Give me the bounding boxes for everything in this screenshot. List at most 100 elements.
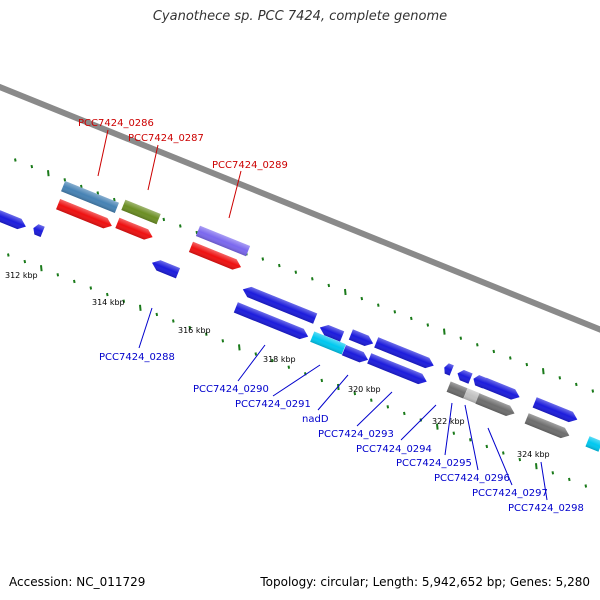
map-title: Cyanothece sp. PCC 7424, complete genome xyxy=(152,9,448,24)
gene-feature[interactable] xyxy=(0,210,28,231)
tick-mark xyxy=(106,292,109,297)
tick-mark xyxy=(377,303,380,307)
gene-feature[interactable] xyxy=(348,329,375,348)
gene-feature[interactable] xyxy=(524,413,572,440)
tick-mark xyxy=(73,279,76,284)
gene-arrow-shade xyxy=(115,217,153,240)
gene-label[interactable]: PCC7424_0293 xyxy=(318,429,394,440)
gene-arrow-shade xyxy=(463,388,481,404)
gene-arrow-shade xyxy=(319,325,345,342)
gene-label[interactable]: PCC7424_0290 xyxy=(193,384,269,395)
gene-label[interactable]: PCC7424_0289 xyxy=(212,160,288,171)
gene-feature[interactable] xyxy=(31,223,45,237)
gene-arrow-shade xyxy=(33,224,45,237)
gene-label[interactable]: PCC7424_0298 xyxy=(508,503,584,514)
tick-mark xyxy=(162,217,166,222)
gene-feature[interactable] xyxy=(446,381,468,399)
gene-label[interactable]: PCC7424_0286 xyxy=(78,118,154,129)
leader-line xyxy=(444,402,453,456)
gene-feature[interactable] xyxy=(475,393,516,418)
gene-arrow-shade xyxy=(152,260,181,279)
gene-arrow-shade xyxy=(475,393,515,416)
tick-mark xyxy=(370,398,373,402)
tick-mark xyxy=(320,378,324,383)
tick-mark xyxy=(518,457,522,462)
kbp-label: 314 kbp xyxy=(92,298,125,307)
leader-line xyxy=(540,461,548,501)
gene-feature[interactable] xyxy=(310,331,346,355)
tick-mark xyxy=(542,368,545,375)
tick-mark xyxy=(254,352,258,356)
gene-arrow-shade xyxy=(348,329,374,346)
gene-label[interactable]: PCC7424_0297 xyxy=(472,488,548,499)
gene-features xyxy=(0,181,600,452)
gene-feature[interactable] xyxy=(318,322,345,342)
tick-mark xyxy=(353,391,357,396)
genome-summary-text: Topology: circular; Length: 5,942,652 bp… xyxy=(260,575,590,589)
gene-feature[interactable] xyxy=(241,284,318,324)
tick-mark xyxy=(360,296,364,301)
tick-mark xyxy=(294,270,298,274)
tick-mark xyxy=(47,170,50,177)
kbp-label: 324 kbp xyxy=(517,450,550,459)
gene-label[interactable]: PCC7424_0287 xyxy=(128,133,204,144)
gene-feature[interactable] xyxy=(233,302,310,341)
gene-label[interactable]: PCC7424_0296 xyxy=(434,473,510,484)
gene-label[interactable]: PCC7424_0288 xyxy=(99,352,175,363)
tick-mark xyxy=(452,431,456,435)
gene-feature[interactable] xyxy=(367,353,429,386)
gene-feature[interactable] xyxy=(532,397,580,424)
gene-arrow-shade xyxy=(195,225,251,257)
gene-label[interactable]: PCC7424_0295 xyxy=(396,458,472,469)
gene-feature[interactable] xyxy=(463,388,481,404)
gene-feature[interactable] xyxy=(585,436,600,452)
tick-mark xyxy=(23,259,27,264)
gene-feature[interactable] xyxy=(442,362,454,376)
kbp-label: 312 kbp xyxy=(5,271,38,280)
gene-arrow-shade xyxy=(121,199,161,225)
genome-backbone xyxy=(0,61,600,404)
tick-mark xyxy=(525,362,529,367)
leader-line xyxy=(356,391,393,427)
gene-feature[interactable] xyxy=(121,199,161,225)
gene-feature[interactable] xyxy=(61,181,119,213)
gene-arrow-shade xyxy=(0,210,26,230)
tick-mark xyxy=(139,304,142,311)
gene-feature[interactable] xyxy=(195,225,251,257)
tick-mark xyxy=(386,405,390,409)
tick-mark xyxy=(551,471,555,475)
leader-line xyxy=(464,404,479,471)
gene-feature[interactable] xyxy=(471,374,487,389)
leader-line xyxy=(400,404,437,441)
tick-mark xyxy=(410,316,413,321)
tick-mark xyxy=(426,323,430,327)
gene-feature[interactable] xyxy=(115,217,154,242)
tick-mark xyxy=(535,463,538,470)
gene-arrow-shade xyxy=(532,397,578,423)
gene-arrow-shade xyxy=(188,241,242,270)
tick-mark xyxy=(568,477,571,482)
accession-text: Accession: NC_011729 xyxy=(9,575,146,589)
gene-label[interactable]: PCC7424_0294 xyxy=(356,444,432,455)
gene-label[interactable]: PCC7424_0291 xyxy=(235,399,311,410)
tick-mark xyxy=(89,286,93,290)
gene-feature[interactable] xyxy=(341,345,370,365)
gene-arrow-shade xyxy=(367,353,427,385)
tick-mark xyxy=(584,484,588,488)
tick-mark xyxy=(205,332,208,336)
gene-feature[interactable] xyxy=(482,377,521,402)
tick-mark xyxy=(179,224,182,228)
gene-arrow-shade xyxy=(310,331,346,355)
gene-label[interactable]: nadD xyxy=(302,414,329,425)
gene-feature[interactable] xyxy=(150,258,181,279)
gene-feature[interactable] xyxy=(188,241,243,272)
kbp-label: 322 kbp xyxy=(432,417,465,426)
gene-arrow-shade xyxy=(585,436,600,452)
gene-feature[interactable] xyxy=(455,368,473,384)
leader-line xyxy=(138,307,153,349)
gene-feature[interactable] xyxy=(56,199,114,231)
gene-arrow-shade xyxy=(473,375,487,389)
gene-feature[interactable] xyxy=(374,337,436,370)
tick-mark xyxy=(14,158,17,162)
